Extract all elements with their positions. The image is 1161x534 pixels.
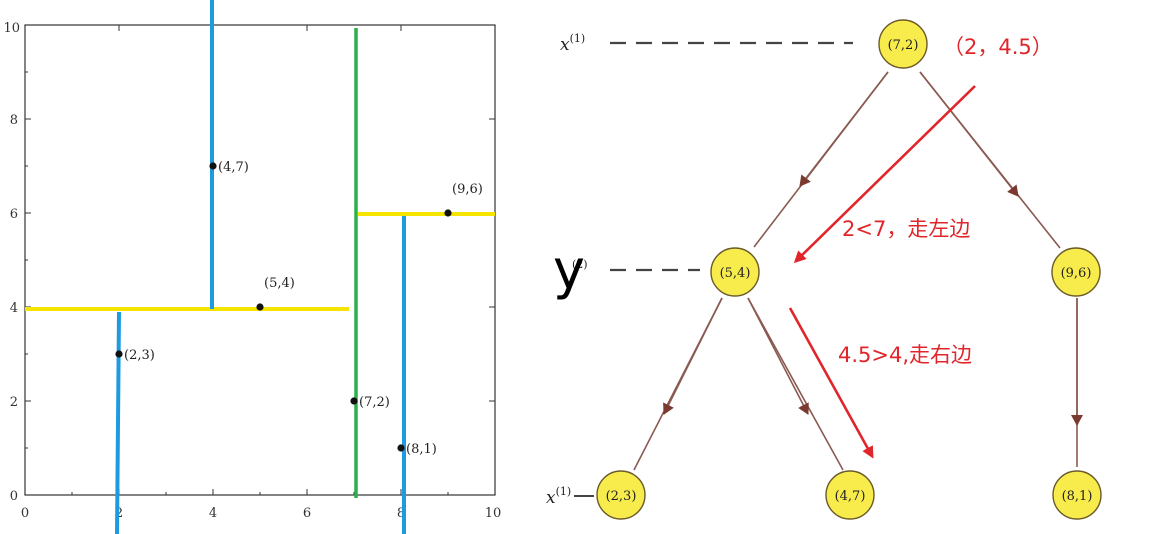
point-label: (8,1)	[406, 442, 437, 457]
point-label: (2,3)	[124, 348, 155, 363]
data-point	[256, 303, 264, 311]
node-label-right-child: (8,1)	[1062, 489, 1093, 504]
query-point-label: （2，4.5）	[943, 35, 1053, 59]
tree-edges	[633, 71, 1083, 471]
y-tick-label-0: 0	[10, 489, 18, 504]
kd-tree: x(1) (2) y x(1) (7,2) (5,4) (9,6	[546, 19, 1102, 520]
data-point	[115, 350, 123, 358]
search-arrow-left	[793, 85, 976, 264]
y-tick-label-8: 8	[10, 113, 18, 128]
scatter-plot: 0 2 4 6 8 10 0 2 4 6 8 10 (2,3)(4,7)(5,4…	[3, 0, 501, 534]
node-label-root: (7,2)	[888, 38, 919, 53]
split-line-x2-lower	[115, 311, 121, 534]
tree-node-root: (7,2)	[878, 19, 928, 69]
node-label-left: (5,4)	[720, 266, 751, 281]
data-points: (2,3) (4,7) (5,4) (7,2) (8,1) (9,6)	[115, 160, 483, 457]
y-tick-label-4: 4	[10, 301, 18, 316]
point-label: (4,7)	[218, 160, 249, 175]
search-arrow-right	[788, 307, 874, 459]
level-label-leaf: x(1)	[546, 485, 571, 508]
x-tick-label-4: 4	[209, 506, 217, 521]
point-label: (9,6)	[452, 182, 483, 197]
point-label: (7,2)	[359, 395, 390, 410]
data-point	[444, 209, 452, 217]
x-tick-label-0: 0	[21, 506, 29, 521]
data-point	[397, 444, 405, 452]
level-label-root: x(1)	[560, 32, 585, 55]
level-label-middle: y	[553, 238, 585, 301]
node-label-right: (9,6)	[1061, 266, 1092, 281]
tree-node-left-left: (2,3)	[596, 470, 646, 520]
node-label-left-left: (2,3)	[606, 489, 637, 504]
tree-node-left: (5,4)	[710, 247, 760, 297]
tree-node-left-right: (4,7)	[825, 470, 875, 520]
step2-annotation: 4.5>4,走右边	[838, 343, 972, 367]
x-tick-label-6: 6	[303, 506, 311, 521]
data-point	[350, 397, 358, 405]
edge-left-rightchild	[747, 297, 844, 471]
y-tick-label-10: 10	[3, 21, 20, 36]
plot-frame	[24, 24, 496, 496]
edge-root-right-arrow	[919, 71, 1019, 197]
data-point	[209, 162, 217, 170]
x-tick-label-8: 8	[397, 506, 405, 521]
x-tick-label-10: 10	[485, 506, 502, 521]
tree-node-right-child: (8,1)	[1052, 470, 1102, 520]
edge-root-left-arrow	[799, 71, 889, 187]
y-tick-label-6: 6	[10, 207, 18, 222]
tree-node-right: (9,6)	[1051, 247, 1101, 297]
edge-left-rightchild-arrow	[747, 297, 809, 415]
level-label-middle-sup: (2)	[572, 258, 588, 271]
point-label: (5,4)	[264, 276, 295, 291]
node-label-left-right: (4,7)	[835, 489, 866, 504]
edge-left-leftchild-arrow	[663, 297, 723, 415]
y-tick-label-2: 2	[10, 395, 18, 410]
step1-annotation: 2<7，走左边	[842, 217, 970, 241]
